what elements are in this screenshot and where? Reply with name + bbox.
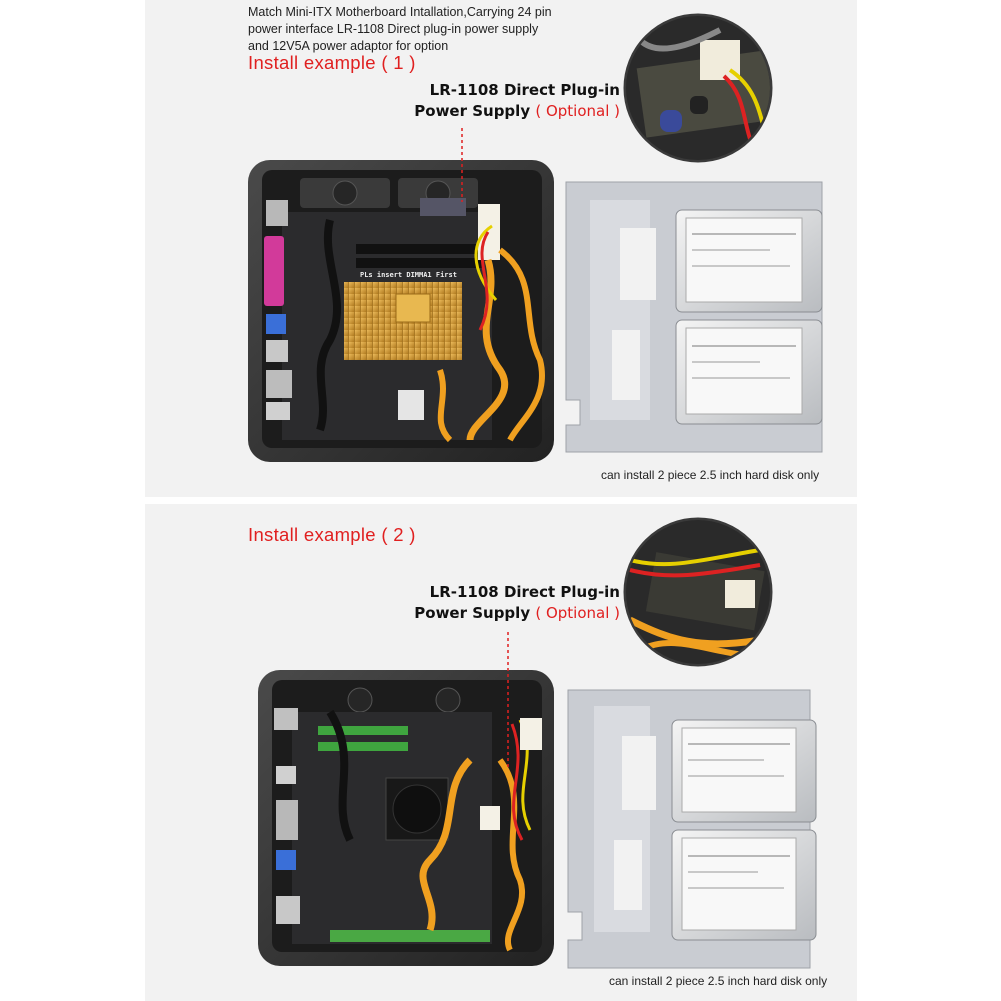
caption-1: can install 2 piece 2.5 inch hard disk o…	[601, 468, 820, 482]
hard-disk-bottom-2	[671, 829, 817, 941]
mini-pc-case-2	[258, 670, 554, 966]
intro-line-1: Match Mini-ITX Motherboard Intallation,C…	[248, 5, 552, 19]
example-1-title: Install example ( 1 )	[248, 52, 416, 73]
intro-line-2: power interface LR-1108 Direct plug-in p…	[248, 22, 539, 36]
example-2-title: Install example ( 2 )	[248, 524, 416, 545]
psu-optional-2: ( Optional )	[535, 604, 620, 622]
psu-label-2-line-1: LR-1108 Direct Plug-in	[429, 583, 620, 601]
board-print-text: PLs insert DIMMA1 First	[360, 271, 457, 279]
psu-label-1-line-1: LR-1108 Direct Plug-in	[429, 81, 620, 99]
hard-disk-top-1	[675, 209, 823, 313]
psu-label-2: LR-1108 Direct Plug-in Power Supply ( Op…	[414, 582, 620, 624]
psu-label-2-line-2: Power Supply	[414, 604, 531, 622]
hard-disk-bottom-1	[675, 319, 823, 425]
caption-2: can install 2 piece 2.5 inch hard disk o…	[609, 974, 828, 988]
mini-pc-case-1: PLs insert DIMMA1 First	[248, 160, 554, 462]
intro-line-3: and 12V5A power adaptor for option	[248, 39, 449, 53]
psu-closeup-inset-2	[623, 517, 773, 667]
psu-label-1: LR-1108 Direct Plug-in Power Supply ( Op…	[414, 80, 620, 122]
psu-optional-1: ( Optional )	[535, 102, 620, 120]
psu-closeup-inset-1	[623, 13, 773, 163]
hard-disk-top-2	[671, 719, 817, 823]
psu-label-1-line-2: Power Supply	[414, 102, 531, 120]
intro-text: Match Mini-ITX Motherboard Intallation,C…	[248, 4, 552, 55]
